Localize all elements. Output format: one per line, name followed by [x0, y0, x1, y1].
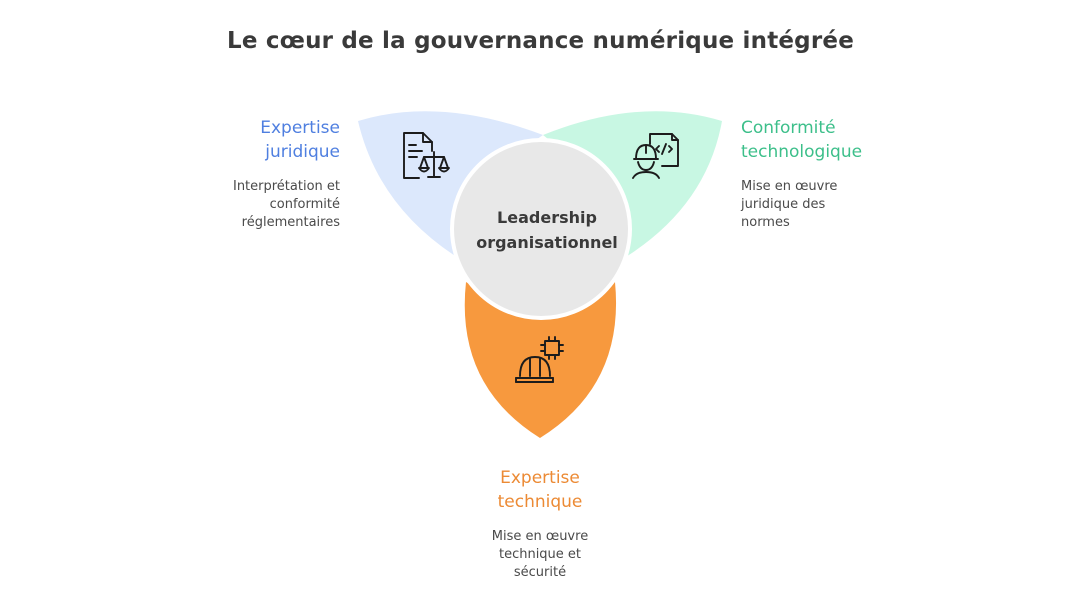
legal-title-line2: juridique [265, 142, 340, 162]
technical-title-line1: Expertise [500, 468, 580, 488]
technical-description: Mise en œuvre technique et sécurité [440, 528, 640, 582]
page-title: Le cœur de la gouvernance numérique inté… [227, 28, 854, 54]
center-circle[interactable] [450, 138, 632, 320]
tech-conformity-title-line2: technologique [741, 142, 863, 162]
legal-title-line1: Expertise [260, 118, 340, 138]
hardhat-chip-icon [515, 336, 564, 383]
technical-desc-line3: sécurité [513, 565, 567, 580]
tech-conformity-description: Mise en œuvre juridique des normes [741, 178, 837, 232]
legal-desc-line1: Interprétation et [232, 179, 340, 194]
tech-conformity-desc-line3: normes [741, 215, 790, 230]
legal-document-scales-icon [403, 132, 450, 179]
center-label-line1: Leadership [497, 208, 597, 227]
center-label-line2: organisationnel [476, 233, 618, 252]
legal-title: Expertise juridique [260, 116, 340, 164]
legal-desc-line3: réglementaires [241, 215, 340, 230]
legal-description: Interprétation et conformité réglementai… [233, 178, 340, 232]
tech-conformity-title: Conformité technologique [741, 116, 862, 164]
technical-title-line2: technique [497, 492, 583, 512]
developer-code-icon [632, 133, 679, 179]
tech-conformity-desc-line2: juridique des [741, 197, 826, 212]
technical-desc-line1: Mise en œuvre [491, 529, 589, 544]
tech-conformity-title-line1: Conformité [741, 118, 836, 138]
technical-title: Expertise technique [440, 466, 640, 514]
tech-conformity-desc-line1: Mise en œuvre [741, 179, 838, 194]
legal-desc-line2: conformité [269, 197, 340, 212]
technical-desc-line2: technique et [498, 547, 582, 562]
